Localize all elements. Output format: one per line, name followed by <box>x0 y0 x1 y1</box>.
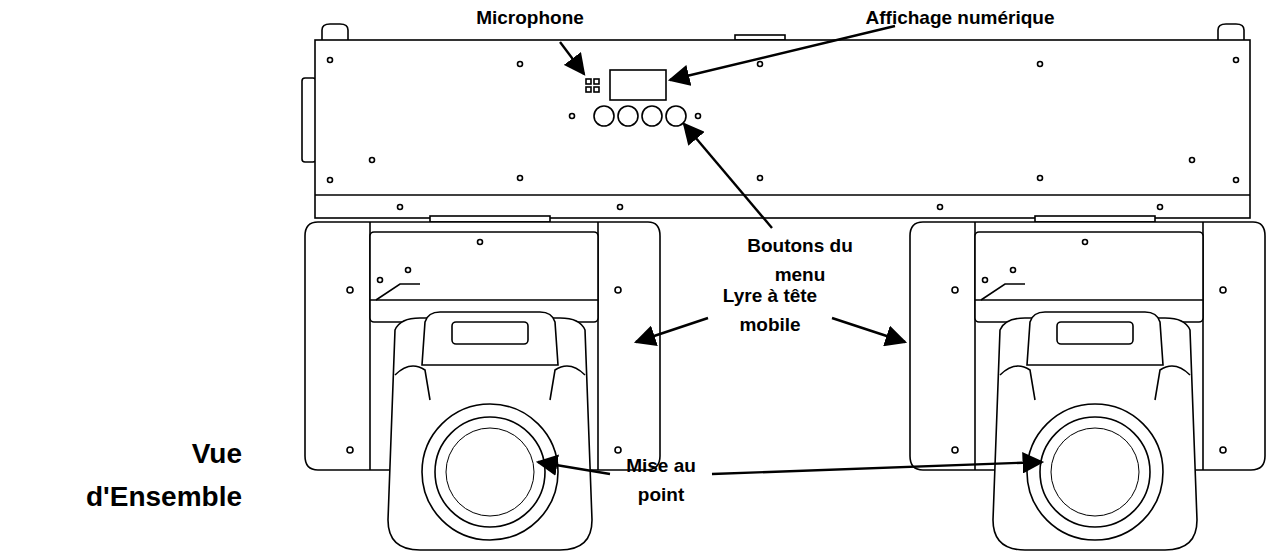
part-label: Boutons du menu <box>741 232 859 289</box>
title-slot: Vue d'Ensemble <box>70 432 242 519</box>
part-label: Affichage numérique <box>850 4 1070 33</box>
label-slot: Boutons du menu <box>741 232 859 289</box>
label-slot: Mise au point <box>613 452 709 509</box>
part-label: Microphone <box>460 4 600 33</box>
label-slot: Microphone <box>460 4 600 33</box>
label-slot: Lyre à tête mobile <box>711 282 829 339</box>
view-title: Vue d'Ensemble <box>70 432 242 519</box>
label-slot: Affichage numérique <box>850 4 1070 33</box>
part-label: Lyre à tête mobile <box>711 282 829 339</box>
part-label: Mise au point <box>613 452 709 509</box>
